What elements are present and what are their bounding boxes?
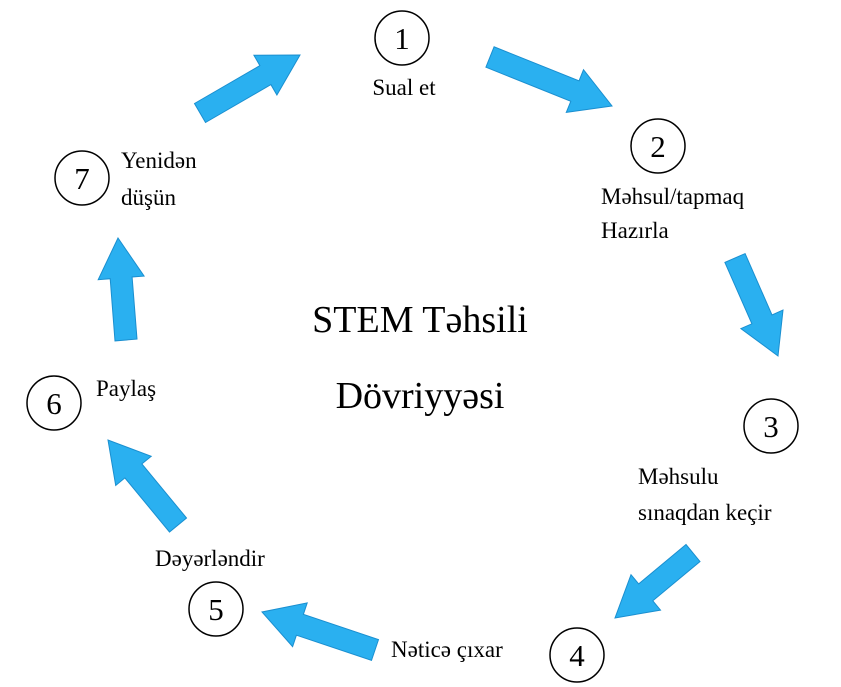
arrow-step-3-to-4: [614, 543, 701, 619]
step-2: 2 Məhsul/tapmaq Hazırla: [601, 118, 745, 243]
step-4-label: Nəticə çıxar: [391, 637, 503, 662]
arrow-step-4-to-5: [261, 602, 380, 662]
step-4-circle: [549, 627, 605, 683]
arrow-step-1-to-2: [485, 46, 613, 114]
step-5-circle: [188, 581, 244, 637]
arrow-step-5-to-6: [107, 439, 188, 533]
step-6-number: 6: [46, 386, 62, 421]
step-4: 4 Nəticə çıxar: [391, 627, 605, 683]
arrow-step-6-to-7: [97, 237, 146, 342]
step-7-number: 7: [74, 161, 90, 196]
step-6-circle: [26, 375, 82, 431]
step-2-label-line-1: Məhsul/tapmaq: [601, 184, 745, 209]
step-1: 1 Sual et: [372, 10, 436, 100]
step-5: 5 Dəyərləndir: [155, 546, 265, 637]
step-3-label-line-1: Məhsulu: [638, 464, 719, 489]
step-7-circle: [54, 150, 110, 206]
step-1-label: Sual et: [372, 75, 436, 100]
step-3-number: 3: [763, 409, 779, 444]
step-7: 7 Yenidən düşün: [54, 148, 197, 210]
center-title-line-1: STEM Təhsili: [312, 299, 528, 341]
step-1-circle: [374, 10, 430, 66]
step-2-circle: [630, 118, 686, 174]
step-2-label-line-2: Hazırla: [601, 218, 669, 243]
step-3-circle: [743, 398, 799, 454]
step-7-label-line-1: Yenidən: [121, 148, 197, 173]
step-5-label: Dəyərləndir: [155, 546, 265, 571]
step-7-label-line-2: düşün: [121, 185, 176, 210]
step-2-number: 2: [650, 129, 666, 164]
arrow-step-7-to-1: [193, 54, 301, 124]
step-4-number: 4: [569, 638, 585, 673]
step-3: 3 Məhsulu sınaqdan keçir: [638, 398, 799, 525]
step-1-number: 1: [394, 21, 410, 56]
step-5-number: 5: [208, 592, 224, 627]
center-title-line-2: Dövriyyəsi: [336, 375, 505, 417]
step-3-label-line-2: sınaqdan keçir: [638, 500, 772, 525]
arrow-step-2-to-3: [724, 252, 784, 357]
step-6: 6 Paylaş: [26, 375, 156, 431]
step-6-label: Paylaş: [96, 376, 156, 401]
